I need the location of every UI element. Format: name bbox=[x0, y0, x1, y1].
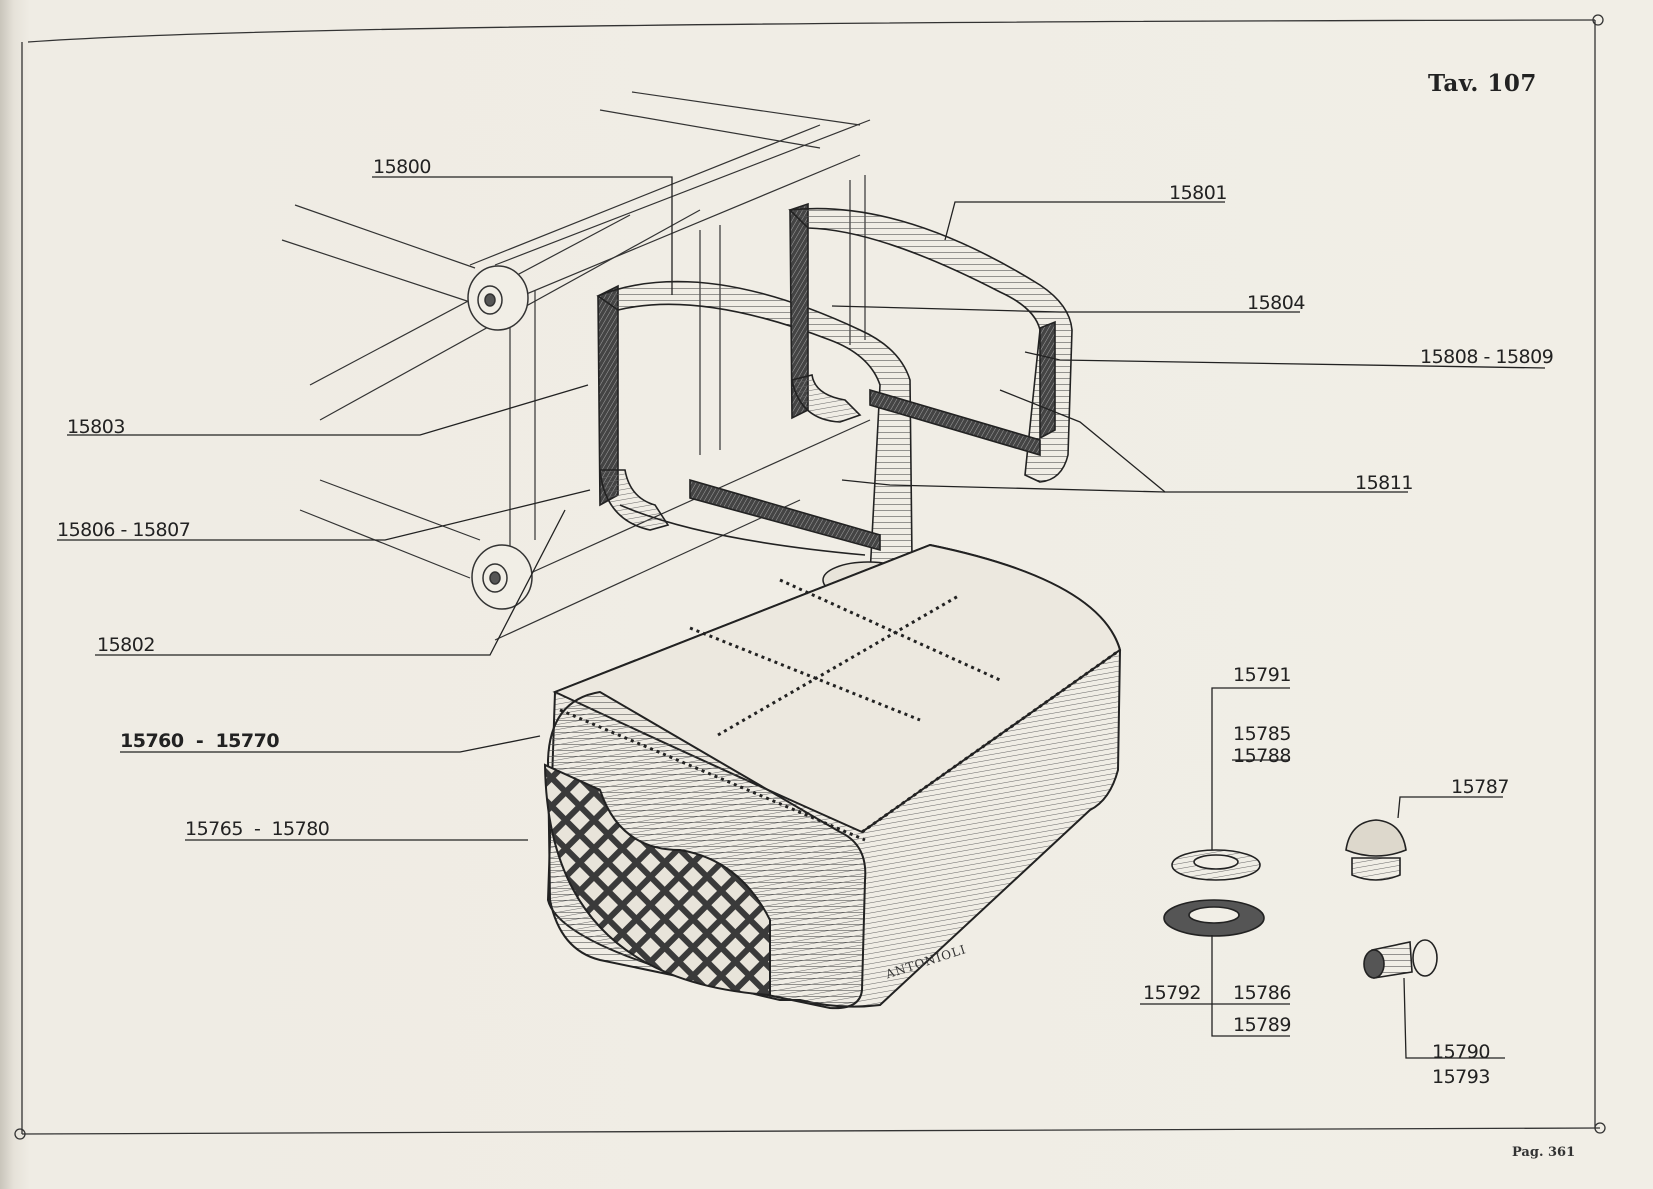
label-15785: 15785 bbox=[1233, 723, 1291, 745]
label-15806-15807: 15806 - 15807 bbox=[57, 519, 191, 541]
front-bracket bbox=[596, 280, 913, 586]
label-15793: 15793 bbox=[1432, 1066, 1490, 1088]
label-15800: 15800 bbox=[373, 156, 431, 178]
leader-lines bbox=[57, 176, 1546, 1059]
label-15790: 15790 bbox=[1432, 1041, 1490, 1063]
upper-roller bbox=[467, 265, 529, 331]
page-frame bbox=[14, 14, 1606, 1140]
label-15801: 15801 bbox=[1169, 182, 1227, 204]
filler-cap bbox=[1345, 819, 1407, 881]
label-15786: 15786 bbox=[1233, 982, 1291, 1004]
page-number: Pag. 361 bbox=[1512, 1145, 1576, 1160]
label-15760-15770: 15760 - 15770 bbox=[120, 730, 280, 752]
label-15804: 15804 bbox=[1247, 292, 1305, 314]
chassis-frame bbox=[281, 91, 871, 641]
rear-bracket bbox=[788, 202, 1073, 483]
label-15788: 15788 bbox=[1233, 745, 1291, 767]
label-15808-15809: 15808 - 15809 bbox=[1420, 346, 1554, 368]
label-15802: 15802 bbox=[97, 634, 155, 656]
lower-roller bbox=[471, 544, 533, 610]
flange-ring bbox=[1171, 849, 1261, 881]
label-15789: 15789 bbox=[1233, 1014, 1291, 1036]
drain-plug bbox=[1363, 939, 1438, 979]
label-15787: 15787 bbox=[1451, 776, 1509, 798]
label-15811: 15811 bbox=[1355, 472, 1413, 494]
plate-title: Tav. 107 bbox=[1428, 70, 1537, 97]
gasket-ring bbox=[1163, 899, 1265, 937]
fuel-tank bbox=[543, 543, 1122, 1010]
label-15791: 15791 bbox=[1233, 664, 1291, 686]
label-15765-15780: 15765 - 15780 bbox=[185, 818, 330, 840]
label-15803: 15803 bbox=[67, 416, 125, 438]
label-15792: 15792 bbox=[1143, 982, 1201, 1004]
